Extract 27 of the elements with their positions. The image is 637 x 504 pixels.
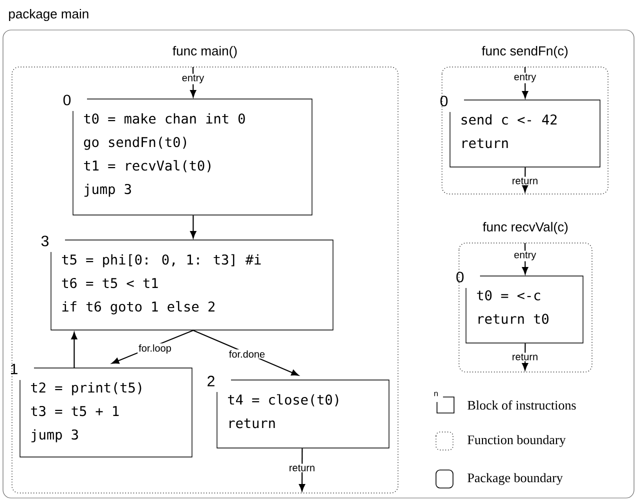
node-label: func main() (172, 46, 237, 58)
code-block: 2 t4 = close(t0) return (208, 376, 390, 448)
arrow (190, 215, 196, 238)
legend-marker-label: n (434, 392, 438, 396)
arrow (522, 343, 528, 370)
node-label: func recvVal(c) (482, 222, 568, 234)
edge-label: return (288, 464, 316, 472)
code-block: 3 t5 = phi[0: 0, 1: t3] #i t6 = t5 < t1 if t6 goto 1 else 2 (41, 236, 334, 330)
code-block: 0 t0 = make chan int 0 go sendFn(t0) t1 = recvVal(t0) jump 3 (63, 94, 312, 216)
code-block: 0 t0 = <-c return t0 (456, 272, 584, 344)
edge-label: for.loop (138, 343, 172, 355)
edge-label: entry (512, 72, 538, 84)
arrow (522, 243, 528, 274)
edge-label: for.done (228, 349, 266, 359)
edge-label: entry (512, 250, 538, 262)
node-label: func sendFn(c) (482, 46, 568, 58)
code-block: 0 send c <- 42 return (440, 96, 600, 168)
edge-label: return (510, 352, 540, 362)
arrow (190, 67, 196, 98)
edge-label: return (510, 176, 540, 186)
legend-text: Block of instructions (468, 400, 576, 410)
arrow (71, 332, 78, 368)
code-block: 1 t2 = print(t5) t3 = t5 + 1 jump 3 (10, 364, 192, 458)
legend-text: Function boundary (468, 435, 566, 447)
edge-label: entry (180, 74, 206, 84)
legend-text: Package boundary (468, 473, 563, 485)
node-label: package main (9, 8, 88, 22)
